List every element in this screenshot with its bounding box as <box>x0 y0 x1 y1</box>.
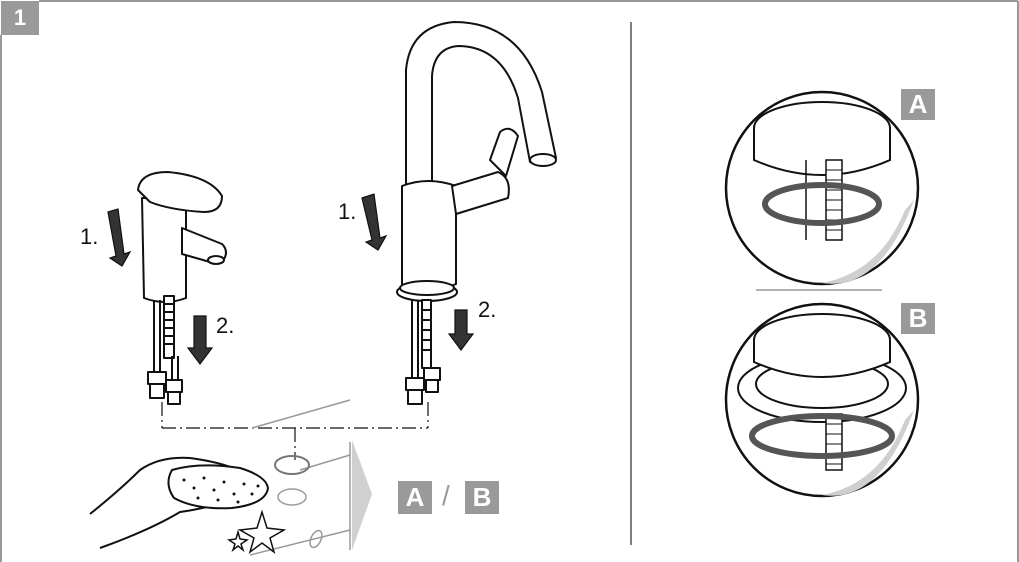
connector-lines <box>161 402 429 460</box>
detail-b-badge: B <box>901 303 935 334</box>
option-separator: / <box>442 480 450 511</box>
sponge-icon <box>167 464 270 510</box>
kitchen-tap-illustration <box>396 21 557 405</box>
detail-a-badge: A <box>901 89 935 120</box>
sparkle-icon <box>226 509 287 554</box>
option-a-badge: A <box>398 481 432 514</box>
option-b-badge: B <box>465 481 499 514</box>
detail-b-illustration <box>724 302 920 498</box>
step-number-badge: 1 <box>1 1 39 35</box>
step-label-second: 2. <box>216 313 235 338</box>
step-label-first: 1. <box>80 224 99 249</box>
arrow-down-icon <box>107 208 132 267</box>
step-label-second: 2. <box>478 297 497 322</box>
arrow-down-icon <box>447 309 475 351</box>
arrow-down-icon <box>361 193 388 251</box>
basin-tap-illustration <box>137 171 227 405</box>
step-label-first: 1. <box>338 199 357 224</box>
arrow-down-icon <box>186 315 214 365</box>
countertop-illustration <box>249 399 351 556</box>
next-chevron-icon <box>352 440 372 550</box>
detail-a-illustration <box>724 90 920 286</box>
